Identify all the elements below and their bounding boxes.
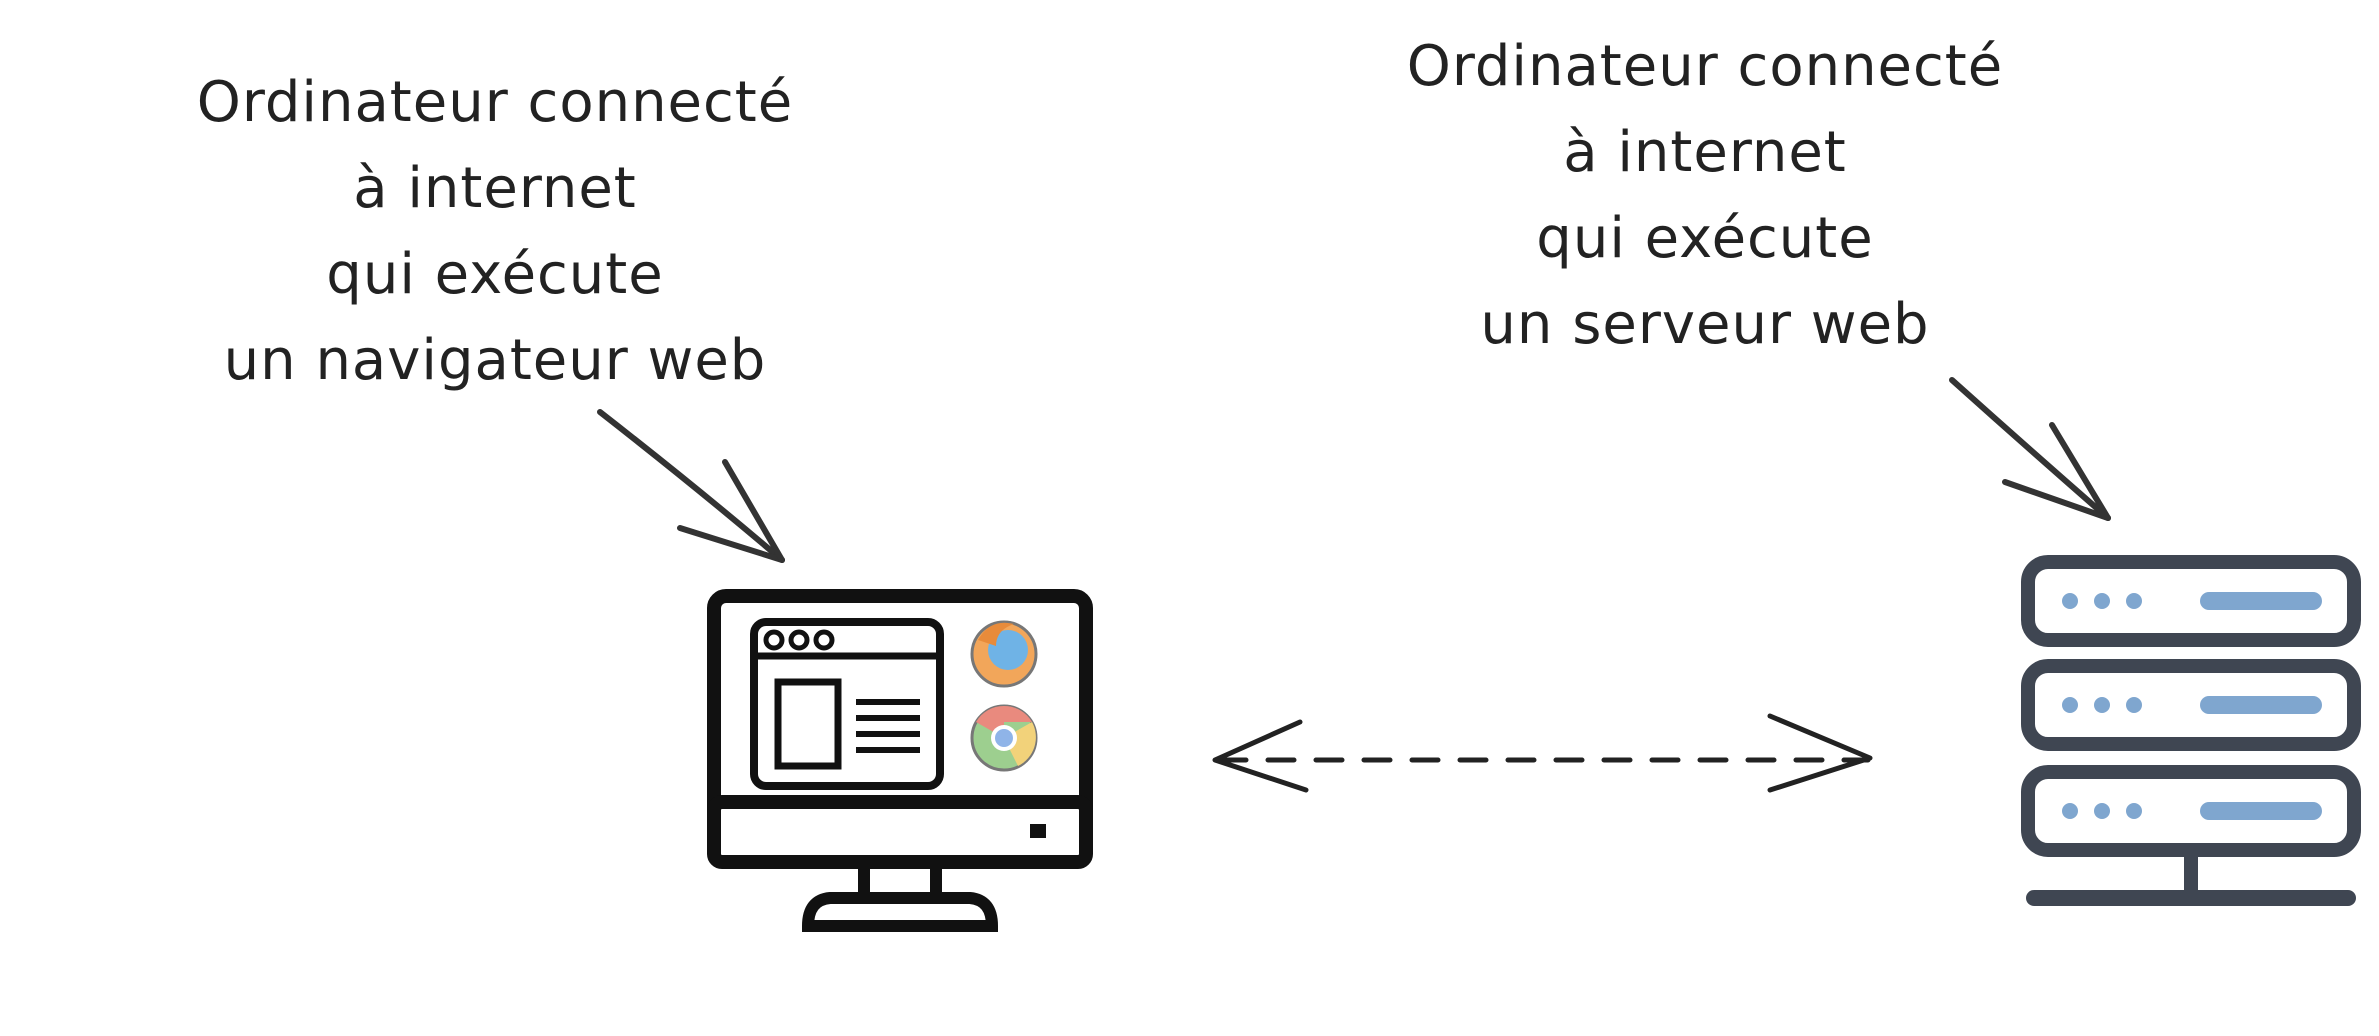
client-caption-line-2: à internet (353, 156, 637, 221)
server-pointer-arrow (1949, 377, 2111, 521)
server-rack-icon (2021, 555, 2361, 906)
server-caption: Ordinateur connecté à internet qui exécu… (1340, 24, 2070, 368)
client-caption: Ordinateur connecté à internet qui exécu… (130, 60, 860, 404)
server-unit-1 (2021, 555, 2361, 647)
server-caption-line-3: qui exécute (1536, 206, 1874, 271)
server-caption-line-2: à internet (1563, 120, 1847, 185)
browser-window-icon (750, 618, 944, 790)
server-caption-line-4: un serveur web (1480, 292, 1930, 357)
client-caption-line-4: un navigateur web (223, 328, 767, 393)
server-unit-2 (2021, 659, 2361, 751)
client-caption-line-1: Ordinateur connecté (196, 70, 794, 135)
chrome-icon (970, 704, 1038, 772)
client-caption-line-3: qui exécute (326, 242, 664, 307)
bidirectional-dashed-arrow (1212, 713, 1873, 793)
server-caption-line-1: Ordinateur connecté (1406, 34, 2004, 99)
client-pointer-arrow (597, 409, 785, 563)
server-unit-3 (2021, 765, 2361, 857)
desktop-computer-with-browser-icon (707, 589, 1093, 932)
firefox-icon (970, 620, 1038, 688)
